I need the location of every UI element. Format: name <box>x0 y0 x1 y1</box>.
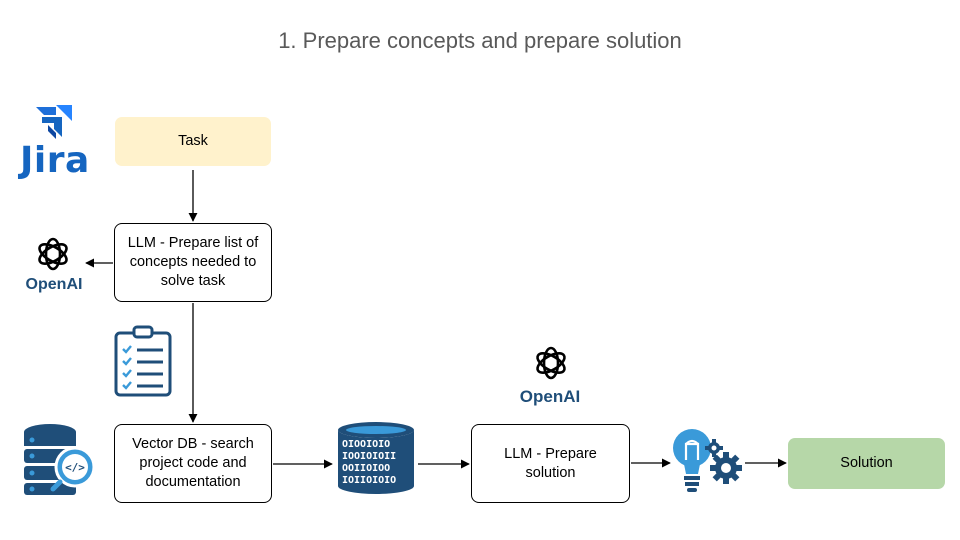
clipboard-checklist-icon <box>114 325 172 397</box>
svg-text:OIOOIOIO: OIOOIOIO <box>342 439 390 450</box>
solution-label: Solution <box>840 455 893 471</box>
concepts-label: LLM - Prepare list of concepts needed to… <box>127 235 259 289</box>
lightbulb-gear-icon <box>673 429 742 492</box>
vector-db-label: Vector DB - search project code and docu… <box>132 436 254 490</box>
openai-logo-icon <box>38 237 68 271</box>
solution-node: Solution <box>788 438 945 489</box>
binary-database-icon: OIOOIOIO IOOIOIOII OOIIOIOO IOIIOIOIO <box>338 422 414 494</box>
openai-wordmark-left: OpenAI <box>25 276 83 293</box>
svg-text:IOOIOIOII: IOOIOIOII <box>342 451 396 462</box>
task-label: Task <box>178 133 208 149</box>
svg-text:OOIIOIOO: OOIIOIOO <box>342 463 390 474</box>
jira-logo-icon <box>36 105 72 139</box>
task-node: Task <box>115 117 271 166</box>
diagram-title: 1. Prepare concepts and prepare solution <box>278 28 682 53</box>
prepare-solution-node: LLM - Prepare solution <box>471 424 630 503</box>
jira-wordmark: Jira <box>20 140 90 181</box>
database-code-icon: </> <box>24 424 96 495</box>
openai-wordmark-right: OpenAI <box>519 387 581 406</box>
openai-logo-icon <box>536 346 566 380</box>
svg-text:IOIIOIOIO: IOIIOIOIO <box>342 475 396 486</box>
vector-db-node: Vector DB - search project code and docu… <box>114 424 272 503</box>
concepts-node: LLM - Prepare list of concepts needed to… <box>114 223 272 302</box>
svg-text:</>: </> <box>65 461 85 474</box>
prepare-solution-label: LLM - Prepare solution <box>504 445 597 481</box>
